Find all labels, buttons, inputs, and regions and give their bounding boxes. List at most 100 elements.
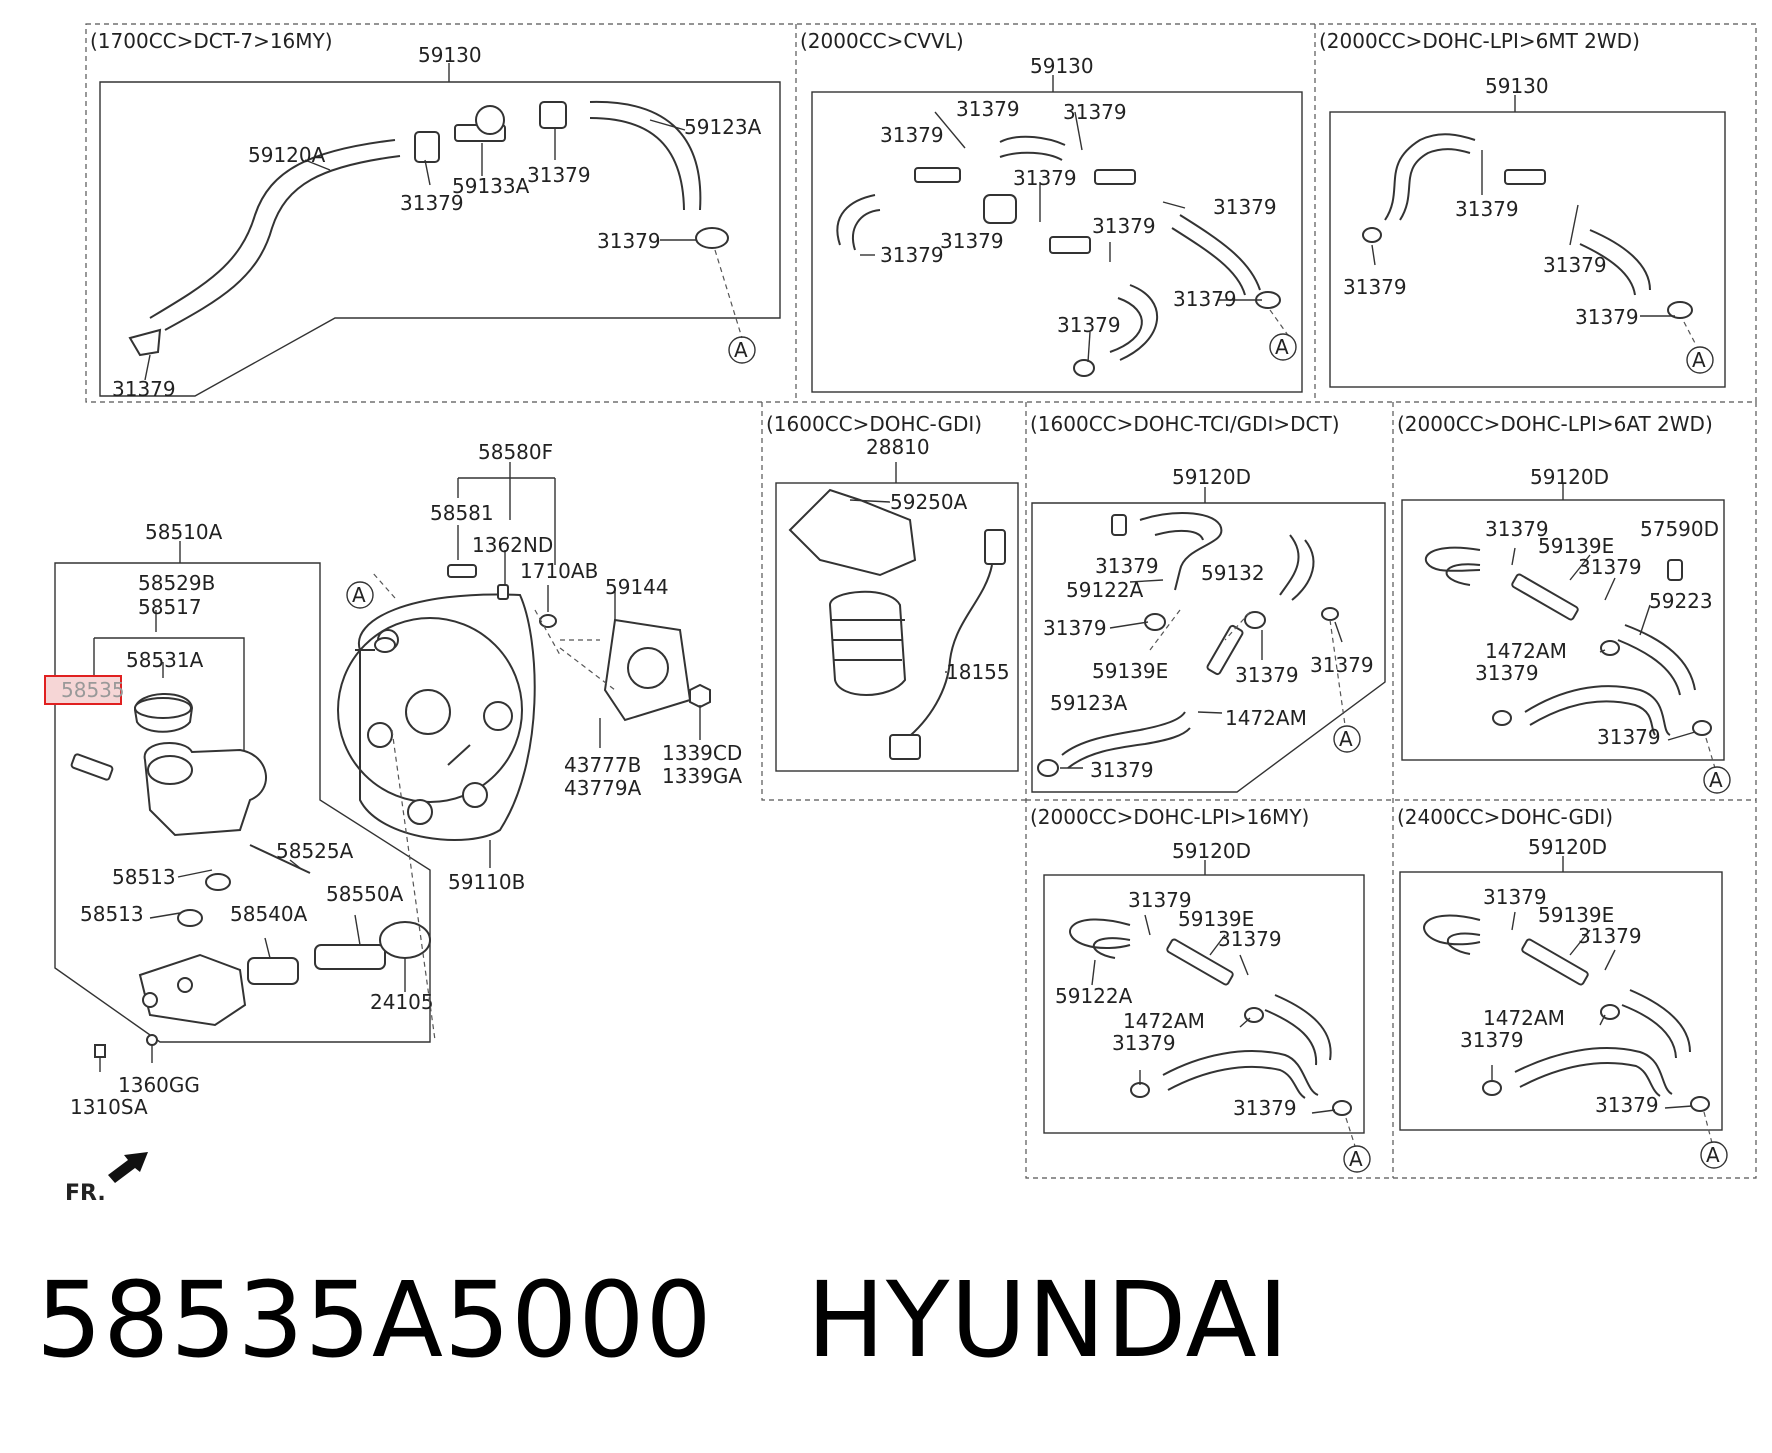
callout-31379-s2-e: 31379: [1213, 195, 1277, 219]
callout-31379-s5-a: 31379: [1095, 554, 1159, 578]
callout-59120a-s1: 59120A: [248, 143, 326, 167]
section-1600cc-tci-drawing: [1031, 487, 1386, 793]
reference-a-circle-s6: [1703, 766, 1731, 794]
callout-31379-s2-h: 31379: [880, 243, 944, 267]
callout-58513-b: 58513: [80, 902, 144, 926]
reference-a-circle-s3: [1686, 346, 1714, 374]
section-2000cc-lpi-6mt-drawing: [1329, 95, 1726, 388]
callout-31379-s1-c: 31379: [597, 229, 661, 253]
reference-a-circle-s8: [1700, 1141, 1728, 1169]
callout-31379-s7-b: 31379: [1218, 927, 1282, 951]
callout-59144: 59144: [605, 575, 669, 599]
callout-58525a: 58525A: [276, 839, 354, 863]
section-title-2000cc-lpi-6at: (2000CC>DOHC-LPI>6AT 2WD): [1397, 412, 1713, 436]
callout-31379-s2-g: 31379: [940, 229, 1004, 253]
reference-a-label-s8: A: [1706, 1143, 1720, 1167]
callout-1360gg: 1360GG: [118, 1073, 200, 1097]
callout-31379-s2-d: 31379: [1013, 166, 1077, 190]
reference-a-label-s6: A: [1709, 768, 1723, 792]
callout-31379-s1-d: 31379: [112, 377, 176, 401]
callout-31379-s5-c: 31379: [1235, 663, 1299, 687]
reference-a-circle-s5: [1333, 725, 1361, 753]
callout-31379-s6-b: 31379: [1578, 555, 1642, 579]
callout-59123a-s1: 59123A: [684, 115, 762, 139]
section-1700cc-drawing: [99, 63, 781, 397]
callout-1339cd: 1339CD: [662, 741, 742, 765]
callout-31379-s2-f: 31379: [1092, 214, 1156, 238]
section-2000cc-lpi-6at-drawing: [1401, 484, 1725, 769]
reference-a-circle-s1: [728, 336, 756, 364]
callout-31379-s5-b: 31379: [1043, 616, 1107, 640]
callout-31379-s3-d: 31379: [1575, 305, 1639, 329]
callout-59139e-s5: 59139E: [1092, 659, 1168, 683]
callout-31379-s2-j: 31379: [1057, 313, 1121, 337]
brake-booster-drawing: [337, 462, 711, 1041]
reference-a-label-s5: A: [1339, 727, 1353, 751]
callout-31379-s1-b: 31379: [527, 163, 591, 187]
callout-31379-s5-e: 31379: [1090, 758, 1154, 782]
callout-59120d-s7: 59120D: [1172, 839, 1251, 863]
callout-43779a: 43779A: [564, 776, 642, 800]
callout-59123a-s5: 59123A: [1050, 691, 1128, 715]
reference-a-label-s7: A: [1349, 1147, 1363, 1171]
callout-58510a: 58510A: [145, 520, 223, 544]
callout-1339ga: 1339GA: [662, 764, 742, 788]
brand-name: HYUNDAI: [806, 1259, 1290, 1381]
callout-31379-s1-a: 31379: [400, 191, 464, 215]
callout-31379-s7-c: 31379: [1112, 1031, 1176, 1055]
callout-59133a-s1: 59133A: [452, 174, 530, 198]
section-title-2000cc-lpi-16my: (2000CC>DOHC-LPI>16MY): [1030, 805, 1309, 829]
callout-59223-s6: 59223: [1649, 589, 1713, 613]
section-title-1600cc-tci-dct: (1600CC>DOHC-TCI/GDI>DCT): [1030, 412, 1340, 436]
callout-1710ab: 1710AB: [520, 559, 598, 583]
callout-58531a: 58531A: [126, 648, 204, 672]
callout-31379-s8-b: 31379: [1578, 924, 1642, 948]
callout-1472am-s5: 1472AM: [1225, 706, 1307, 730]
front-direction-label: FR.: [65, 1181, 106, 1206]
section-title-1600cc-gdi: (1600CC>DOHC-GDI): [766, 412, 982, 436]
section-2400cc-gdi-drawing: [1399, 856, 1723, 1144]
callout-31379-s7-d: 31379: [1233, 1096, 1297, 1120]
callout-31379-s2-i: 31379: [1173, 287, 1237, 311]
callout-59139e-s6: 59139E: [1538, 534, 1614, 558]
callout-58550a: 58550A: [326, 882, 404, 906]
callout-31379-s7-a: 31379: [1128, 888, 1192, 912]
callout-58580f: 58580F: [478, 440, 553, 464]
callout-58581: 58581: [430, 501, 494, 525]
callout-31379-s6-d: 31379: [1597, 725, 1661, 749]
callout-31379-s8-c: 31379: [1460, 1028, 1524, 1052]
callout-59139e-s8: 59139E: [1538, 903, 1614, 927]
section-2000cc-cvvl-drawing: [811, 75, 1303, 393]
callout-59122a-s5: 59122A: [1066, 578, 1144, 602]
section-2000cc-lpi-16my-drawing: [1043, 860, 1365, 1147]
callout-58529b: 58529B: [138, 571, 215, 595]
section-frames: [85, 23, 1757, 1179]
callout-31379-s3-c: 31379: [1543, 253, 1607, 277]
callout-31379-s3-b: 31379: [1343, 275, 1407, 299]
reference-a-circle-s7: [1343, 1145, 1371, 1173]
callout-59130-s2: 59130: [1030, 54, 1094, 78]
callout-58517: 58517: [138, 595, 202, 619]
callout-31379-s6-a: 31379: [1485, 517, 1549, 541]
callout-59122a-s7: 59122A: [1055, 984, 1133, 1008]
callout-59110b: 59110B: [448, 870, 525, 894]
callout-31379-s5-d: 31379: [1310, 653, 1374, 677]
section-1600cc-gdi-drawing: [775, 462, 1019, 772]
section-title-1700cc-dct: (1700CC>DCT-7>16MY): [90, 29, 333, 53]
callout-31379-s6-c: 31379: [1475, 661, 1539, 685]
callout-58540a: 58540A: [230, 902, 308, 926]
brake-master-cylinder-drawing: [54, 541, 431, 1072]
section-title-2000cc-lpi-6mt: (2000CC>DOHC-LPI>6MT 2WD): [1319, 29, 1640, 53]
callout-24105: 24105: [370, 990, 434, 1014]
callout-1472am-s7: 1472AM: [1123, 1009, 1205, 1033]
callout-59120d-s8: 59120D: [1528, 835, 1607, 859]
callout-1310sa: 1310SA: [70, 1095, 148, 1119]
reference-a-label-s1: A: [734, 338, 748, 362]
reference-a-circle-booster: [346, 581, 374, 609]
reference-a-label-s3: A: [1692, 348, 1706, 372]
callout-57590d-s6: 57590D: [1640, 517, 1719, 541]
callout-31379-s3-a: 31379: [1455, 197, 1519, 221]
section-title-2400cc-gdi: (2400CC>DOHC-GDI): [1397, 805, 1613, 829]
